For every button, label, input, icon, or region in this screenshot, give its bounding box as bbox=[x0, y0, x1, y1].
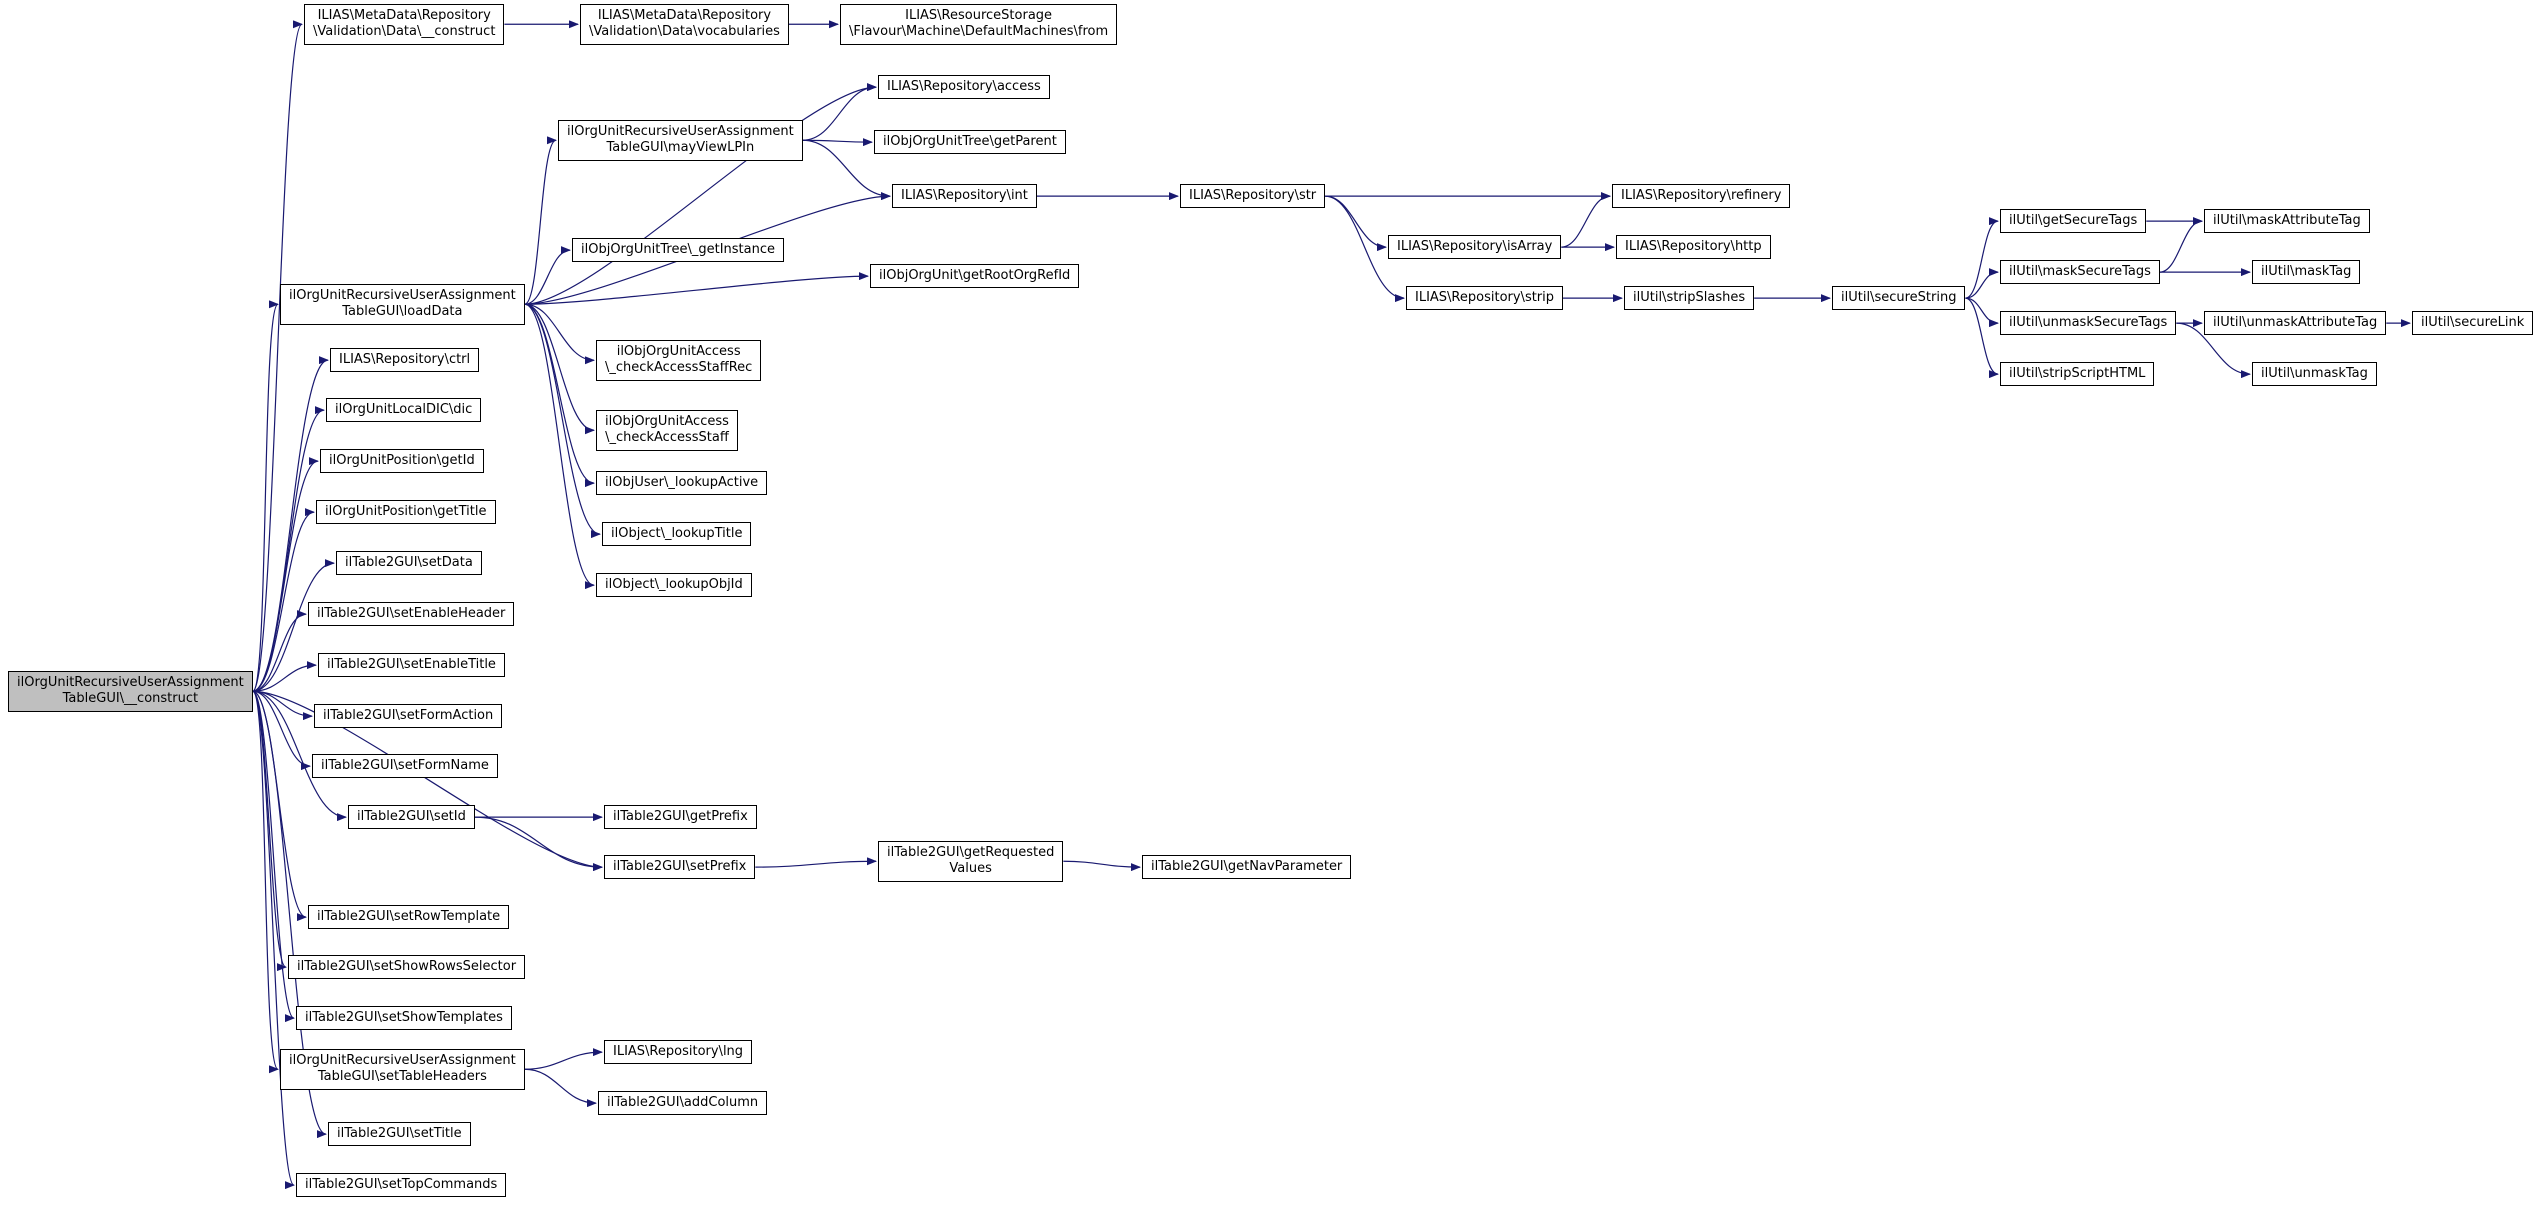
node-ilutil-securestring[interactable]: ilUtil\secureString bbox=[1832, 286, 1966, 311]
call-edge-mayViewLPIn-to-rep_int bbox=[802, 139, 891, 201]
node-iltable2gui-setshowtemplates[interactable]: ilTable2GUI\setShowTemplates bbox=[296, 1006, 512, 1031]
call-edge-main-to-setData bbox=[252, 559, 335, 692]
node-ilutil-stripslashes[interactable]: ilUtil\stripSlashes bbox=[1624, 286, 1755, 311]
call-edge-mayViewLPIn-to-getParent bbox=[802, 138, 873, 147]
node-ilobjorgunittree-getparent[interactable]: ilObjOrgUnitTree\getParent bbox=[874, 130, 1066, 155]
node-iltable2gui-setrowtemplate[interactable]: ilTable2GUI\setRowTemplate bbox=[308, 905, 510, 930]
node-settableheaders[interactable]: ilOrgUnitRecursiveUserAssignment TableGU… bbox=[280, 1049, 525, 1090]
node-ilutil-stripscripthtml[interactable]: ilUtil\stripScriptHTML bbox=[2000, 362, 2155, 387]
node-iltable2gui-settitle[interactable]: ilTable2GUI\setTitle bbox=[328, 1122, 471, 1147]
node-iltable2gui-setprefix[interactable]: ilTable2GUI\setPrefix bbox=[604, 855, 756, 880]
node-metadata-validation-data-vocabularies[interactable]: ILIAS\MetaData\Repository \Validation\Da… bbox=[580, 4, 789, 45]
node-resourcestorage-defaultmachines-from[interactable]: ILIAS\ResourceStorage \Flavour\Machine\D… bbox=[840, 4, 1118, 45]
node-checkaccessstaffrec[interactable]: ilObjOrgUnitAccess \_checkAccessStaffRec bbox=[596, 340, 762, 381]
node-ilutil-securelink[interactable]: ilUtil\secureLink bbox=[2412, 311, 2534, 336]
node-ilobjuser-lookupactive[interactable]: ilObjUser\_lookupActive bbox=[596, 471, 768, 496]
call-edge-rep_str-to-rep_isArray bbox=[1325, 195, 1387, 252]
call-edge-mayViewLPIn-to-rep_access bbox=[802, 83, 877, 141]
node-ilorgunitlocaldic-dic[interactable]: ilOrgUnitLocalDIC\dic bbox=[326, 398, 482, 423]
node-metadata-validation-data-construct[interactable]: ILIAS\MetaData\Repository \Validation\Da… bbox=[304, 4, 505, 45]
call-edge-maskSecureTags-to-maskAttributeTag bbox=[2159, 217, 2203, 273]
node-ilutil-masksecuretags[interactable]: ilUtil\maskSecureTags bbox=[2000, 260, 2160, 285]
call-edge-loadData-to-getRootOrgRefId bbox=[524, 272, 869, 305]
node-iltable2gui-getnavparameter[interactable]: ilTable2GUI\getNavParameter bbox=[1142, 855, 1352, 880]
node-iltable2gui-getrequestedvalues[interactable]: ilTable2GUI\getRequested Values bbox=[878, 841, 1064, 882]
call-edge-main-to-setEnableHeader bbox=[252, 610, 307, 692]
node-ilutil-maskattributetag[interactable]: ilUtil\maskAttributeTag bbox=[2204, 209, 2370, 234]
node-ilias-repository-refinery[interactable]: ILIAS\Repository\refinery bbox=[1612, 184, 1791, 209]
node-ilobjorgunit-getrootorgrefid[interactable]: ilObjOrgUnit\getRootOrgRefId bbox=[870, 264, 1080, 289]
node-ilutil-unmaskattributetag[interactable]: ilUtil\unmaskAttributeTag bbox=[2204, 311, 2387, 336]
node-mayviewlpin[interactable]: ilOrgUnitRecursiveUserAssignment TableGU… bbox=[558, 120, 803, 161]
call-edge-main-to-rep_ctrl bbox=[252, 356, 329, 692]
node-ilias-repository-lng[interactable]: ILIAS\Repository\lng bbox=[604, 1040, 753, 1065]
node-ilutil-masktag[interactable]: ilUtil\maskTag bbox=[2252, 260, 2361, 285]
node-ilias-repository-int[interactable]: ILIAS\Repository\int bbox=[892, 184, 1037, 209]
node-ilias-repository-http[interactable]: ILIAS\Repository\http bbox=[1616, 235, 1771, 260]
call-edge-main-to-pos_getId bbox=[252, 457, 319, 692]
node-ilobjorgunittree-getinstance[interactable]: ilObjOrgUnitTree\_getInstance bbox=[572, 238, 784, 263]
node-ilobject-lookuptitle[interactable]: ilObject\_lookupTitle bbox=[602, 522, 752, 547]
call-edge-setPrefix-to-getRequestedValues bbox=[755, 857, 877, 868]
node-iltable2gui-settopcommands[interactable]: ilTable2GUI\setTopCommands bbox=[296, 1173, 507, 1198]
node-iltable2gui-setshowrowsselector[interactable]: ilTable2GUI\setShowRowsSelector bbox=[288, 955, 526, 980]
node-iltable2gui-setid[interactable]: ilTable2GUI\setId bbox=[348, 805, 475, 830]
call-edge-main-to-pos_getTitle bbox=[252, 508, 315, 692]
call-edge-main-to-setFormName bbox=[252, 690, 311, 771]
node-ilorgunitposition-getid[interactable]: ilOrgUnitPosition\getId bbox=[320, 449, 484, 474]
node-checkaccessstaff[interactable]: ilObjOrgUnitAccess \_checkAccessStaff bbox=[596, 410, 738, 451]
call-edge-main-to-setEnableTitle bbox=[252, 661, 317, 692]
call-edge-secureString-to-stripScriptHTML bbox=[1965, 297, 1999, 379]
call-edge-main-to-loadData bbox=[252, 300, 279, 692]
call-edge-loadData-to-rep_access bbox=[524, 83, 877, 305]
node-ilutil-unmasksecuretags[interactable]: ilUtil\unmaskSecureTags bbox=[2000, 311, 2177, 336]
call-edge-setId-to-setPrefix bbox=[474, 816, 603, 872]
call-edge-loadData-to-checkAccessStaffRec bbox=[524, 303, 595, 365]
node-ilobject-lookupobjid[interactable]: ilObject\_lookupObjId bbox=[596, 573, 752, 598]
call-edge-secureString-to-maskSecureTags bbox=[1965, 268, 1999, 299]
call-edge-loadData-to-getInstance bbox=[524, 246, 571, 305]
node-loaddata[interactable]: ilOrgUnitRecursiveUserAssignment TableGU… bbox=[280, 284, 525, 325]
node-ilorgunitposition-gettitle[interactable]: ilOrgUnitPosition\getTitle bbox=[316, 500, 496, 525]
call-edge-loadData-to-lookupTitle bbox=[524, 303, 601, 539]
call-edge-loadData-to-lookupActive bbox=[524, 303, 595, 488]
call-edge-loadData-to-mayViewLPIn bbox=[524, 136, 557, 305]
call-edge-getRequestedValues-to-getNavParameter bbox=[1063, 860, 1141, 872]
node-ilias-repository-isarray[interactable]: ILIAS\Repository\isArray bbox=[1388, 235, 1562, 260]
call-edge-main-to-setTableHeaders bbox=[252, 690, 279, 1074]
node-ilias-repository-access[interactable]: ILIAS\Repository\access bbox=[878, 75, 1050, 100]
call-edge-unmaskSecureTags-to-unmaskTag bbox=[2176, 322, 2251, 379]
node-iltable2gui-getprefix[interactable]: ilTable2GUI\getPrefix bbox=[604, 805, 757, 830]
call-edge-main-to-setTitle bbox=[252, 690, 327, 1139]
call-edge-rep_str-to-rep_strip bbox=[1325, 195, 1405, 303]
node-iltable2gui-setformaction[interactable]: ilTable2GUI\setFormAction bbox=[314, 704, 503, 729]
call-edge-rep_isArray-to-rep_refinery bbox=[1561, 192, 1611, 248]
call-edge-main-to-setShowTemplates bbox=[252, 690, 295, 1022]
node-iltable2gui-setenableheader[interactable]: ilTable2GUI\setEnableHeader bbox=[308, 602, 515, 627]
call-edge-main-to-setPrefix bbox=[252, 690, 603, 872]
call-edge-secureString-to-getSecureTags bbox=[1965, 217, 1999, 299]
call-edge-main-to-setTopCommands bbox=[252, 690, 295, 1189]
node-iltable2gui-setdata[interactable]: ilTable2GUI\setData bbox=[336, 551, 482, 576]
node-construct-main[interactable]: ilOrgUnitRecursiveUserAssignment TableGU… bbox=[8, 671, 253, 712]
call-edge-setTableHeaders-to-rep_lng bbox=[524, 1048, 603, 1070]
node-ilutil-unmasktag[interactable]: ilUtil\unmaskTag bbox=[2252, 362, 2377, 387]
call-edge-main-to-setId bbox=[252, 690, 347, 822]
node-ilias-repository-str[interactable]: ILIAS\Repository\str bbox=[1180, 184, 1326, 209]
node-ilias-repository-strip[interactable]: ILIAS\Repository\strip bbox=[1406, 286, 1564, 311]
node-ilutil-getsecuretags[interactable]: ilUtil\getSecureTags bbox=[2000, 209, 2147, 234]
node-iltable2gui-setformname[interactable]: ilTable2GUI\setFormName bbox=[312, 754, 498, 779]
call-edge-loadData-to-checkAccessStaff bbox=[524, 303, 595, 435]
node-ilias-repository-ctrl[interactable]: ILIAS\Repository\ctrl bbox=[330, 348, 480, 373]
call-edge-secureString-to-unmaskSecureTags bbox=[1965, 297, 1999, 328]
call-edge-setTableHeaders-to-addColumn bbox=[524, 1068, 597, 1108]
node-iltable2gui-addcolumn[interactable]: ilTable2GUI\addColumn bbox=[598, 1091, 768, 1116]
node-iltable2gui-setenabletitle[interactable]: ilTable2GUI\setEnableTitle bbox=[318, 653, 505, 678]
call-edge-loadData-to-lookupObjId bbox=[524, 303, 595, 590]
call-edge-main-to-md_construct bbox=[252, 20, 303, 692]
